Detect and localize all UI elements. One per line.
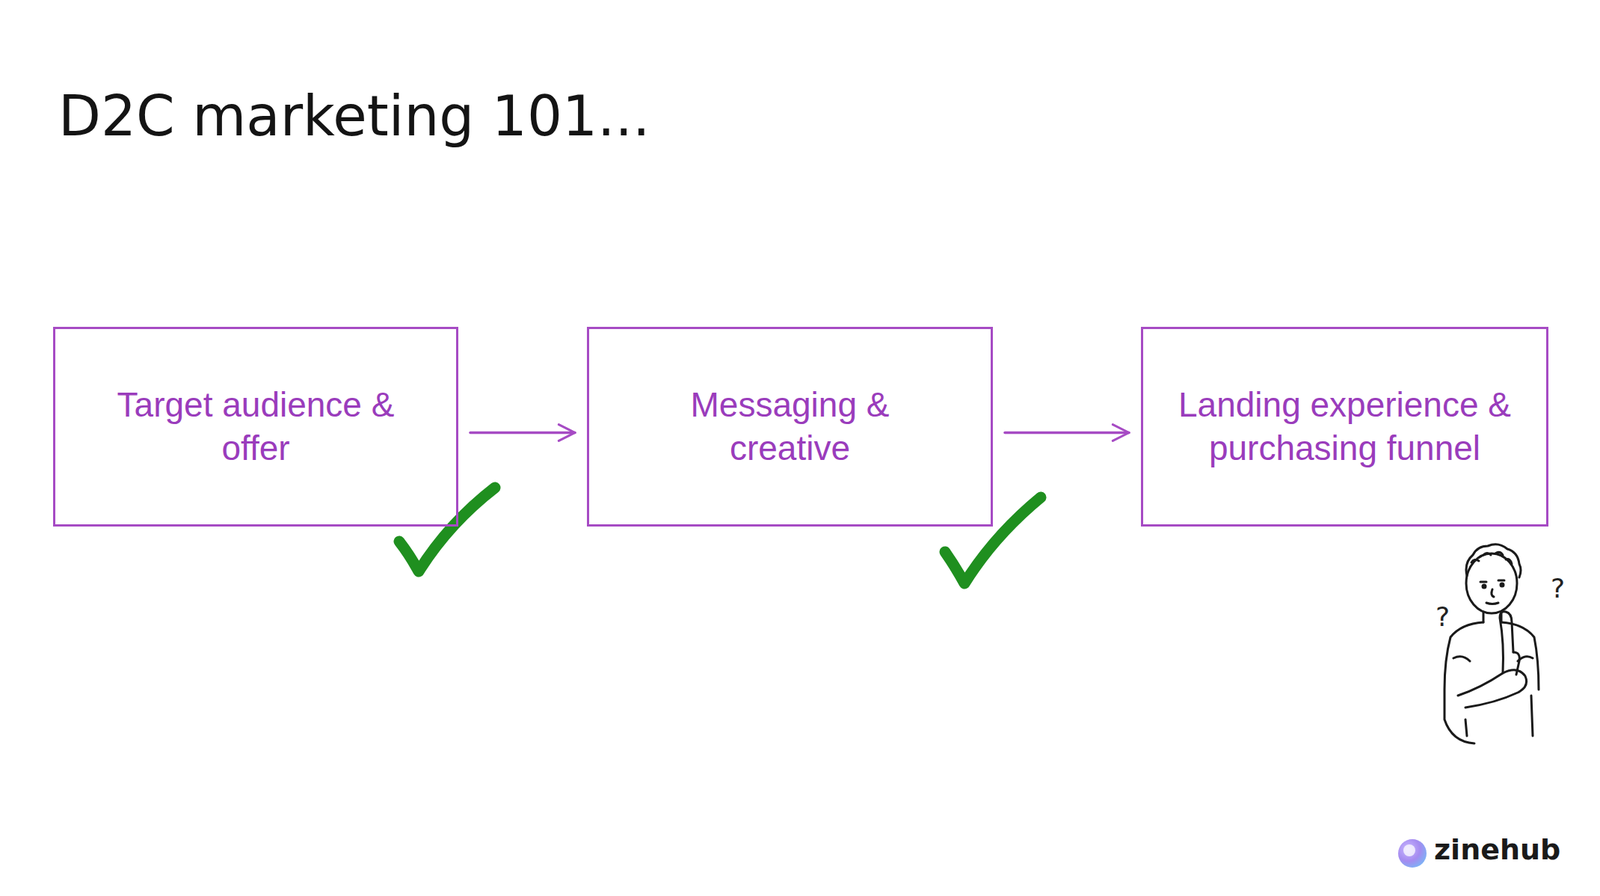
check-mark [399, 487, 495, 572]
process-box: Messaging & creative [586, 326, 993, 527]
brand-name: zinehub [1434, 832, 1561, 866]
process-box: Target audience & offer [53, 326, 459, 527]
question-mark: ? [1550, 572, 1565, 604]
question-mark: ? [1435, 601, 1450, 632]
process-box: Landing experience & purchasing funnel [1140, 326, 1549, 527]
logo-mark [1403, 844, 1416, 857]
box-label: Target audience & offer [106, 383, 406, 470]
flow-arrow [1004, 431, 1129, 435]
box-label: Messaging & creative [663, 383, 918, 470]
flow-arrow [470, 431, 575, 435]
logo-mark [1398, 838, 1427, 868]
diagram-title: D2C marketing 101... [58, 83, 651, 149]
box-label: Landing experience & purchasing funnel [1161, 383, 1529, 470]
check-mark [945, 497, 1041, 584]
thinking-person [1444, 544, 1539, 744]
